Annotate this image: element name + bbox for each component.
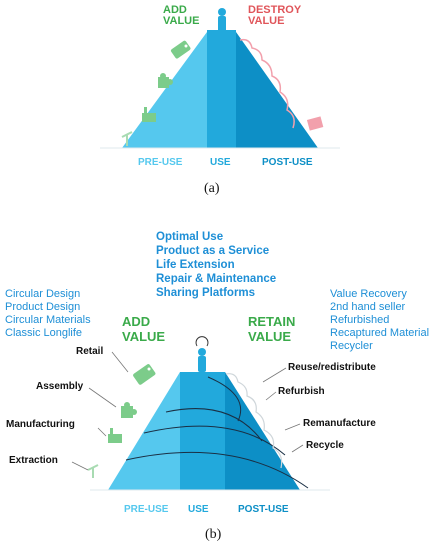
stage-manufacturing: Manufacturing <box>6 419 75 430</box>
stage-reuse-redistribute: Reuse/redistribute <box>288 362 376 373</box>
trash-icon <box>306 116 324 131</box>
stage-remanufacture: Remanufacture <box>303 418 376 429</box>
puzzle-icon <box>121 402 137 418</box>
stage-recycle: Recycle <box>306 440 344 451</box>
stage-retail: Retail <box>76 346 104 357</box>
pre-use-face <box>122 32 207 148</box>
use-face <box>180 372 225 490</box>
post-use-face <box>236 32 318 148</box>
panel-b-icons <box>87 364 283 478</box>
factory-icon <box>142 107 156 122</box>
use-face <box>207 32 236 148</box>
left-list: Circular Design Product Design Circular … <box>5 288 91 339</box>
caption-a: (a) <box>204 181 220 196</box>
figure-icon-body <box>218 16 226 32</box>
destroy-scallop <box>239 38 295 129</box>
oil-pump-icon <box>87 464 99 478</box>
stage-extraction: Extraction <box>9 455 58 466</box>
oil-pump-icon <box>121 131 133 146</box>
use-axis-label: USE <box>210 157 231 168</box>
puzzle-icon <box>158 73 173 88</box>
price-tag-icon <box>133 364 156 385</box>
stage-refurbish: Refurbish <box>278 386 325 397</box>
pre-use-axis-label: PRE-USE <box>124 504 169 515</box>
panel-a-icons <box>121 38 324 146</box>
pre-use-axis-label: PRE-USE <box>138 157 183 168</box>
rotate-arrow-icon <box>195 336 209 347</box>
figure-icon-head <box>198 348 206 356</box>
factory-icon <box>108 428 122 443</box>
price-tag-icon <box>170 40 191 59</box>
stage-assembly: Assembly <box>36 381 84 392</box>
panel-a-pyramid <box>100 8 340 149</box>
top-list: Optimal Use Product as a Service Life Ex… <box>156 231 277 299</box>
figure-icon-body <box>198 356 206 372</box>
panel-b-pointers <box>71 351 304 471</box>
use-axis-label: USE <box>188 504 209 515</box>
retain-scallop <box>225 373 283 469</box>
post-use-axis-label: POST-USE <box>238 504 289 515</box>
figure-icon-head <box>218 8 226 16</box>
caption-b: (b) <box>205 527 222 542</box>
right-list: Value Recovery 2nd hand seller Refurbish… <box>330 288 430 352</box>
post-use-axis-label: POST-USE <box>262 157 313 168</box>
pre-use-face <box>108 372 180 490</box>
